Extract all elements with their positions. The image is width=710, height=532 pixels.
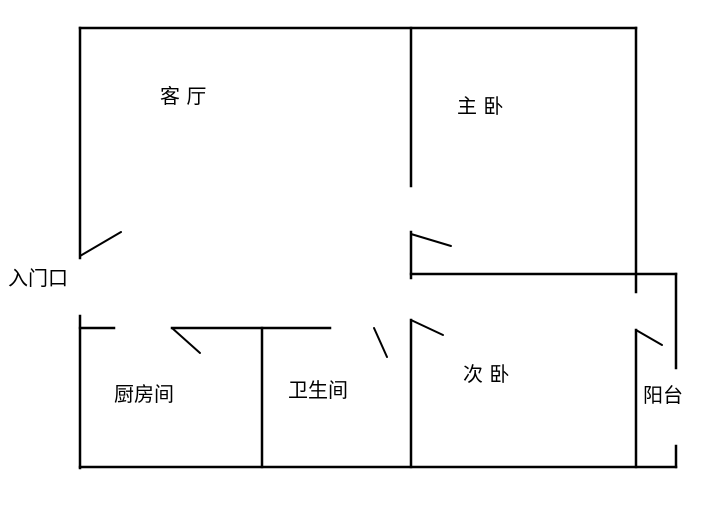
second-bedroom-label: 次 卧 — [463, 362, 510, 386]
master-bedroom-door — [410, 233, 452, 247]
bathroom-door — [373, 327, 388, 358]
entrance-door — [79, 231, 122, 257]
bathroom-label: 卫生间 — [288, 378, 348, 402]
balcony-door — [635, 329, 663, 346]
kitchen-label: 厨房间 — [114, 382, 174, 406]
master-bedroom-label: 主 卧 — [457, 94, 504, 118]
entrance-label: 入门口 — [8, 266, 68, 290]
living-room-label: 客 厅 — [160, 84, 207, 108]
second-bedroom-door — [410, 319, 444, 336]
kitchen-door — [171, 327, 201, 354]
balcony-label: 阳台 — [643, 383, 683, 407]
